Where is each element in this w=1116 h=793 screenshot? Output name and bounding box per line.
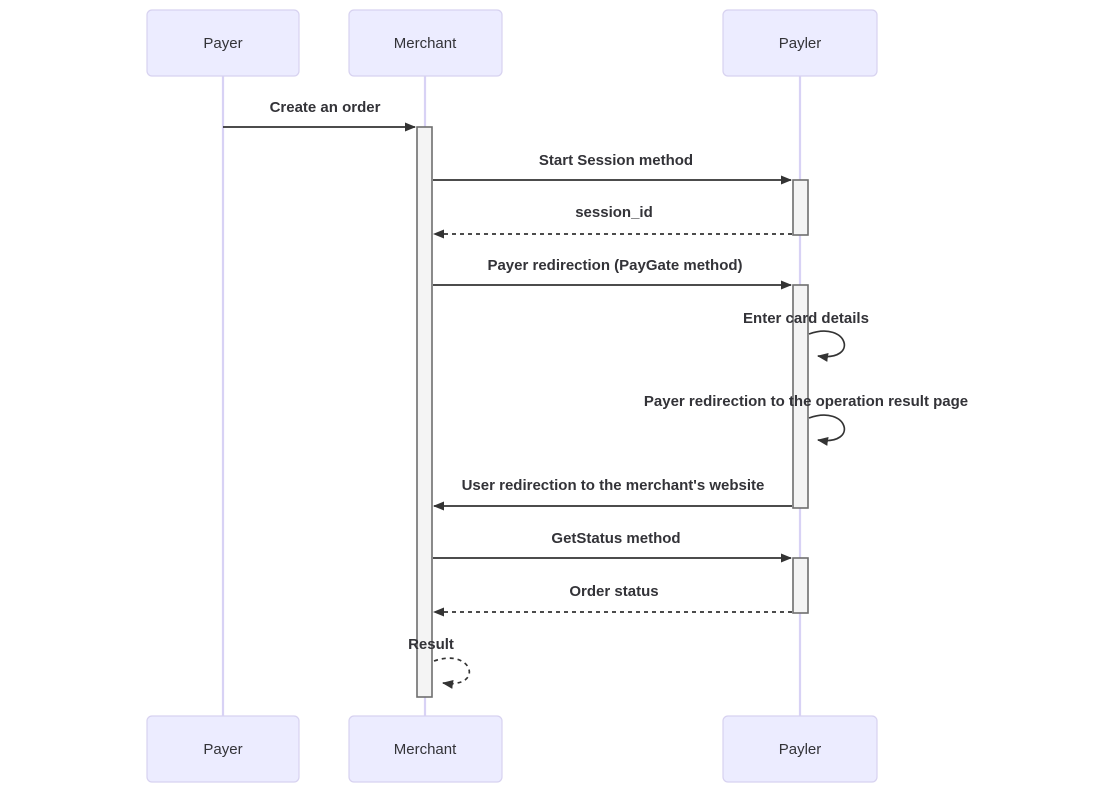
message-user-redirection-merchant-website[interactable]: User redirection to the merchant's websi… bbox=[433, 477, 792, 511]
participant-box-payler-bottom[interactable] bbox=[722, 715, 878, 783]
message-label-payer-redirection-result-page: Payer redirection to the operation resul… bbox=[644, 393, 968, 410]
participant-box-payer-top[interactable] bbox=[146, 9, 300, 77]
participant-payler-top[interactable]: Payler bbox=[722, 9, 878, 77]
participant-merchant-bottom[interactable]: Merchant bbox=[348, 715, 503, 783]
message-label-getstatus-method: GetStatus method bbox=[551, 530, 680, 547]
message-label-user-redirection-merchant-website: User redirection to the merchant's websi… bbox=[462, 477, 765, 494]
activation-bars bbox=[416, 126, 809, 698]
messages: Create an order Start Session method Mer… bbox=[223, 99, 968, 689]
top-participants: Payer Merchant Payler bbox=[146, 9, 878, 77]
participant-payer-top[interactable]: Payer bbox=[146, 9, 300, 77]
activation-merchant bbox=[416, 126, 433, 698]
message-label-payer-redirection-paygate: Payer redirection (PayGate method) bbox=[487, 257, 742, 274]
message-start-session-method[interactable]: Start Session method bbox=[433, 152, 792, 185]
message-loop-payer-redirection-result-page bbox=[808, 414, 846, 446]
participant-box-merchant-top[interactable] bbox=[348, 9, 503, 77]
bottom-participants: Payer Merchant Payler bbox=[146, 715, 878, 783]
message-payer-redirection-paygate[interactable]: Payer redirection (PayGate method) bbox=[433, 257, 792, 290]
participant-label-merchant-bottom: Merchant bbox=[394, 741, 457, 758]
participant-label-payer-top: Payer bbox=[203, 35, 242, 52]
participant-label-payer-bottom: Payer bbox=[203, 741, 242, 758]
message-label-enter-card-details: Enter card details bbox=[743, 310, 869, 327]
message-session-id[interactable]: session_id bbox=[433, 204, 792, 239]
message-create-an-order[interactable]: Create an order bbox=[223, 99, 416, 132]
message-getstatus-method[interactable]: GetStatus method bbox=[433, 530, 792, 563]
message-result[interactable]: Result bbox=[408, 636, 471, 689]
participant-label-payler-bottom: Payler bbox=[779, 741, 822, 758]
message-label-result: Result bbox=[408, 636, 454, 653]
participant-box-payer-bottom[interactable] bbox=[146, 715, 300, 783]
message-label-start-session-method: Start Session method bbox=[539, 152, 693, 169]
message-loop-enter-card-details bbox=[808, 330, 846, 362]
participant-payer-bottom[interactable]: Payer bbox=[146, 715, 300, 783]
message-label-session-id: session_id bbox=[575, 204, 653, 221]
participant-box-payler-top[interactable] bbox=[722, 9, 878, 77]
message-label-order-status: Order status bbox=[569, 583, 658, 600]
participant-label-payler-top: Payler bbox=[779, 35, 822, 52]
participant-payler-bottom[interactable]: Payler bbox=[722, 715, 878, 783]
participant-merchant-top[interactable]: Merchant bbox=[348, 9, 503, 77]
participant-label-merchant-top: Merchant bbox=[394, 35, 457, 52]
activation-payler-3 bbox=[792, 557, 809, 614]
message-payer-redirection-result-page[interactable]: Payer redirection to the operation resul… bbox=[644, 393, 968, 446]
message-order-status[interactable]: Order status bbox=[433, 583, 792, 617]
message-loop-result bbox=[433, 657, 471, 689]
message-label-create-an-order: Create an order bbox=[270, 99, 381, 116]
message-enter-card-details[interactable]: Enter card details bbox=[743, 310, 869, 362]
activation-payler-1 bbox=[792, 179, 809, 236]
participant-box-merchant-bottom[interactable] bbox=[348, 715, 503, 783]
activation-payler-2 bbox=[792, 284, 809, 509]
